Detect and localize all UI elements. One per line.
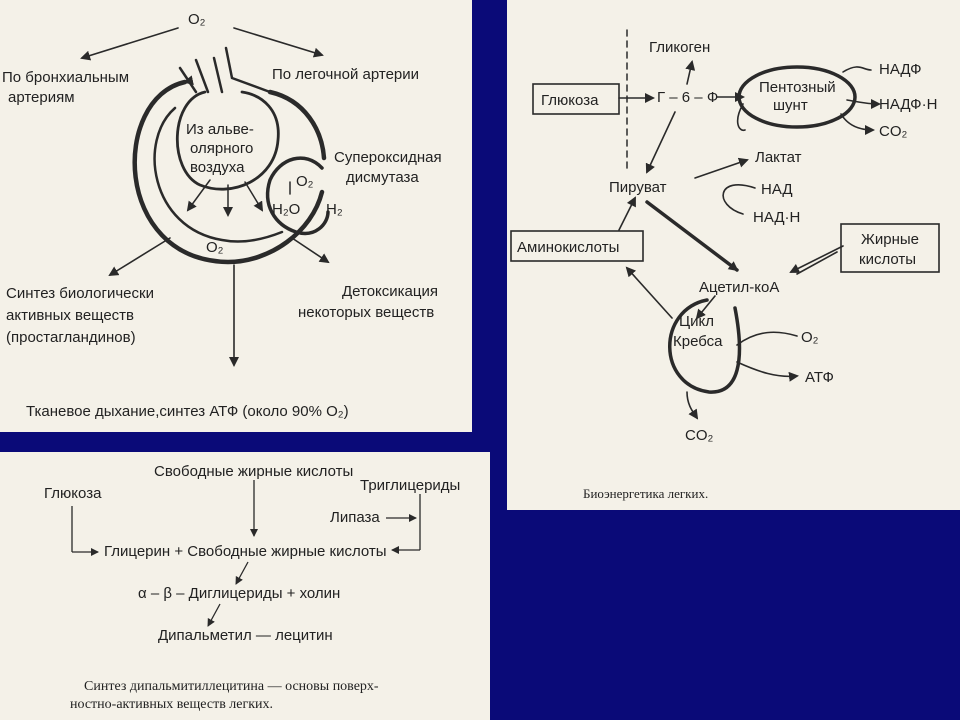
triglycerides-label: Триглицериды xyxy=(360,477,460,494)
sod-label-2: дисмутаза xyxy=(346,169,419,186)
to-detox-arrow xyxy=(291,237,330,264)
glycerol-ffa-label: Глицерин + Свободные жирные кислоты xyxy=(104,543,387,560)
sod-label-1: Супероксидная xyxy=(334,149,442,166)
nadp-in xyxy=(842,66,872,73)
bioenergetics-diagram-svg: Гликоген НАДФ Глюкоза Г – 6 – Ф Пентозны… xyxy=(510,29,940,501)
ffa-top-label: Свободные жирные кислоты xyxy=(154,463,353,480)
pulmonary-label: По легочной артерии xyxy=(272,66,419,83)
glycerol-to-diglyc-arrow xyxy=(235,561,249,585)
amino-to-pyruvate-arrow xyxy=(618,196,636,231)
acetylcoa-to-krebs-arrow xyxy=(695,295,716,320)
alveolar-label-3: воздуха xyxy=(190,159,245,176)
alveolus-circle xyxy=(175,90,280,191)
lactate-label: Лактат xyxy=(755,149,802,166)
bioenergetics-caption: Биоэнергетика легких. xyxy=(583,486,708,501)
fatty-acids-box xyxy=(840,223,940,273)
o2-mid-label: O₂ xyxy=(206,239,224,256)
krebs-label-1: Цикл xyxy=(679,313,714,330)
nadph-label: НАДФ·Н xyxy=(879,96,937,113)
h2o-label: H₂O xyxy=(272,201,300,218)
pyruvate-to-lactate-arrow xyxy=(694,157,749,179)
lecithin-caption-2: ностно-активных веществ легких. xyxy=(70,697,273,712)
krebs-label-2: Кребса xyxy=(673,333,723,350)
krebs-cycle xyxy=(668,298,742,394)
pyruvate-label: Пируват xyxy=(609,179,667,196)
lecithin-synthesis-diagram: Свободные жирные кислоты Глюкоза Триглиц… xyxy=(0,452,490,720)
shunt-co2-arrow xyxy=(840,113,875,135)
alv-arrow-3 xyxy=(244,181,264,212)
g6p-label: Г – 6 – Ф xyxy=(657,89,718,106)
nad-label: НАД xyxy=(761,181,793,198)
synthesis-label-2: активных веществ xyxy=(6,307,134,324)
krebs-atp-arrow xyxy=(736,361,799,382)
pentose-shunt-cycle xyxy=(737,65,857,129)
bronchial-label-1: По бронхиальным xyxy=(2,69,129,86)
outer-vessel-arc xyxy=(132,75,325,265)
o2-top-label: O₂ xyxy=(188,11,206,28)
bioenergetics-diagram: Гликоген НАДФ Глюкоза Г – 6 – Ф Пентозны… xyxy=(507,0,960,510)
airway-left-inner xyxy=(194,58,210,94)
airway-right-outer xyxy=(224,46,272,94)
sod-o2-label: O₂ xyxy=(296,173,314,190)
detox-label-1: Детоксикация xyxy=(342,283,438,300)
nad-loop xyxy=(722,183,756,215)
detox-label-2: некоторых веществ xyxy=(298,304,434,321)
tissue-respiration-label: Тканевое дыхание,синтез АТФ (около 90% O… xyxy=(26,403,349,420)
alveolar-label-1: Из альве- xyxy=(186,121,254,138)
acetyl-coa-label: Ацетил-коА xyxy=(699,279,779,296)
fatty-acids-label-1: Жирные xyxy=(861,231,919,248)
synthesis-label-1: Синтез биологически xyxy=(6,285,154,302)
amino-acids-label: Аминокислоты xyxy=(517,239,619,256)
nadh-label: НАД·Н xyxy=(753,209,800,226)
alv-arrow-1 xyxy=(186,179,211,212)
lecithin-caption-1: Синтез дипальмитиллецитина — основы пове… xyxy=(84,679,379,694)
inner-vessel-arc xyxy=(153,106,284,243)
to-synthesis-arrow xyxy=(108,237,171,277)
glucose-label: Глюкоза xyxy=(44,485,102,502)
g6p-to-glycogen-arrow xyxy=(685,60,696,85)
glucose-label: Глюкоза xyxy=(541,92,599,109)
nadp-label: НАДФ xyxy=(879,61,922,78)
krebs-to-amino-arrow xyxy=(625,266,673,319)
atp-label: АТФ xyxy=(805,369,834,386)
shunt-co2-label: CO₂ xyxy=(879,123,908,140)
outer-vessel-right xyxy=(267,89,327,161)
lung-oxygen-diagram: O₂ По бронхиальным артериям По легочной … xyxy=(0,0,472,432)
fatty-to-acetylcoa-line xyxy=(796,251,838,275)
diglyc-to-lecithin-arrow xyxy=(207,603,221,627)
lecithin-synthesis-diagram-svg: Свободные жирные кислоты Глюкоза Триглиц… xyxy=(44,463,460,712)
g6p-to-pyruvate-arrow xyxy=(645,111,676,174)
lung-oxygen-diagram-svg: O₂ По бронхиальным артериям По легочной … xyxy=(2,11,442,420)
to-pulmonary-arrow xyxy=(233,27,324,58)
alveolar-label-2: олярного xyxy=(190,140,253,157)
pentose-shunt-label-1: Пентозный xyxy=(759,79,836,96)
krebs-co2-arrow xyxy=(686,391,699,420)
krebs-o2-line xyxy=(736,331,798,346)
airway-right-inner xyxy=(212,56,224,94)
amino-acids-box xyxy=(510,230,644,262)
diglycerides-label: α – β – Диглицериды + холин xyxy=(138,585,340,602)
fatty-to-acetylcoa-arrow xyxy=(789,245,844,273)
to-bronchial-arrow xyxy=(80,27,179,61)
krebs-o2-label: O₂ xyxy=(801,329,819,346)
dipalmityl-lecithin-label: Дипальметил — лецитин xyxy=(158,627,333,644)
glycogen-label: Гликоген xyxy=(649,39,710,56)
glucose-box xyxy=(532,83,620,115)
sod-loop xyxy=(265,156,330,236)
h2-label: H₂ xyxy=(326,201,343,218)
synthesis-label-3: (простагландинов) xyxy=(6,329,136,346)
nadph-out-arrow xyxy=(846,98,881,109)
krebs-co2-label: CO₂ xyxy=(685,427,714,444)
bronchial-label-2: артериям xyxy=(8,89,75,106)
pentose-shunt-label-2: шунт xyxy=(773,97,808,114)
pyruvate-to-acetylcoa-arrow xyxy=(645,200,739,272)
airway-left-outer xyxy=(178,66,198,94)
fatty-acids-label-2: кислоты xyxy=(859,251,916,268)
lipase-label: Липаза xyxy=(330,509,380,526)
